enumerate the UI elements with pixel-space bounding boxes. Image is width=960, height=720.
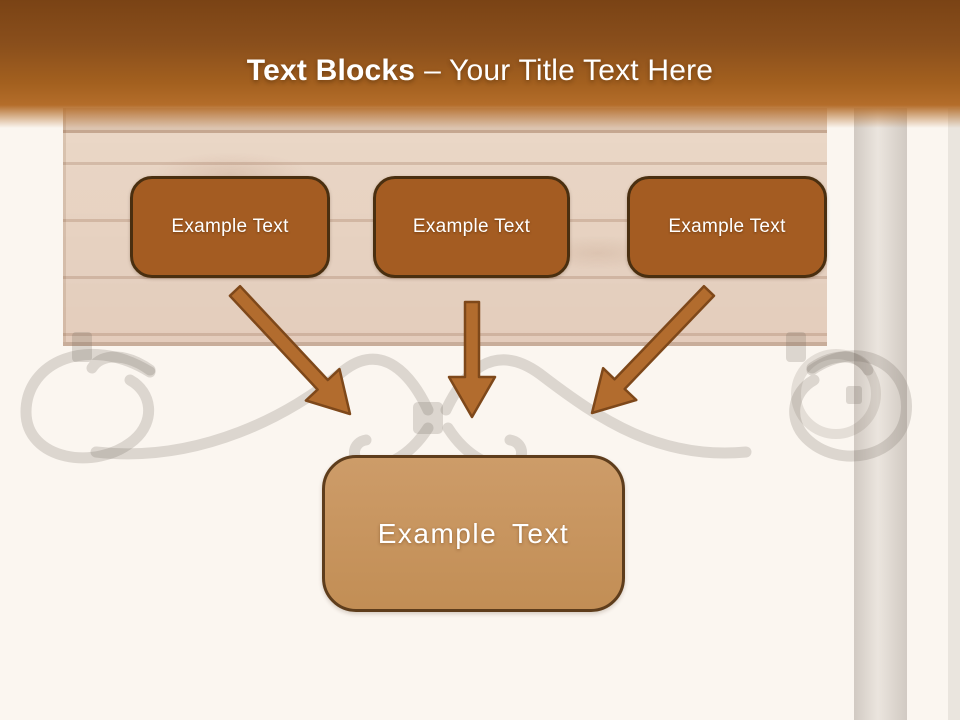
summary-block: Example Text [322,455,625,612]
photo-edge-strip [948,108,960,720]
slide-title-rest: – Your Title Text Here [424,54,714,87]
scroll-loop-right [789,350,912,462]
post-ring [791,349,881,439]
arrow-down-icon [447,300,497,419]
text-block-1-label: Example Text [171,216,289,237]
post-ring-clamp [846,386,862,404]
scroll-clamp-center [413,402,443,434]
summary-block-label: Example Text [377,517,570,549]
slide-title: Text Blocks– Your Title Text Here [247,54,713,88]
text-block-2-label: Example Text [412,216,531,237]
bracket-stub-right [786,332,806,362]
arrow-down-right-icon [228,284,352,416]
text-block-1: Example Text [130,176,330,278]
slide-title-bold: Text Blocks [246,54,416,87]
scroll-hook-right [806,351,874,376]
text-block-2: Example Text [373,176,570,278]
scroll-loop-left [20,349,156,464]
sign-post-background [854,108,907,720]
bracket-stub-left [72,332,92,362]
arrow-down-left-icon [590,284,716,415]
text-block-3-label: Example Text [668,216,786,237]
title-bar: Text Blocks– Your Title Text Here [0,0,960,128]
text-block-3: Example Text [627,176,827,278]
scroll-hook-left [86,351,156,376]
